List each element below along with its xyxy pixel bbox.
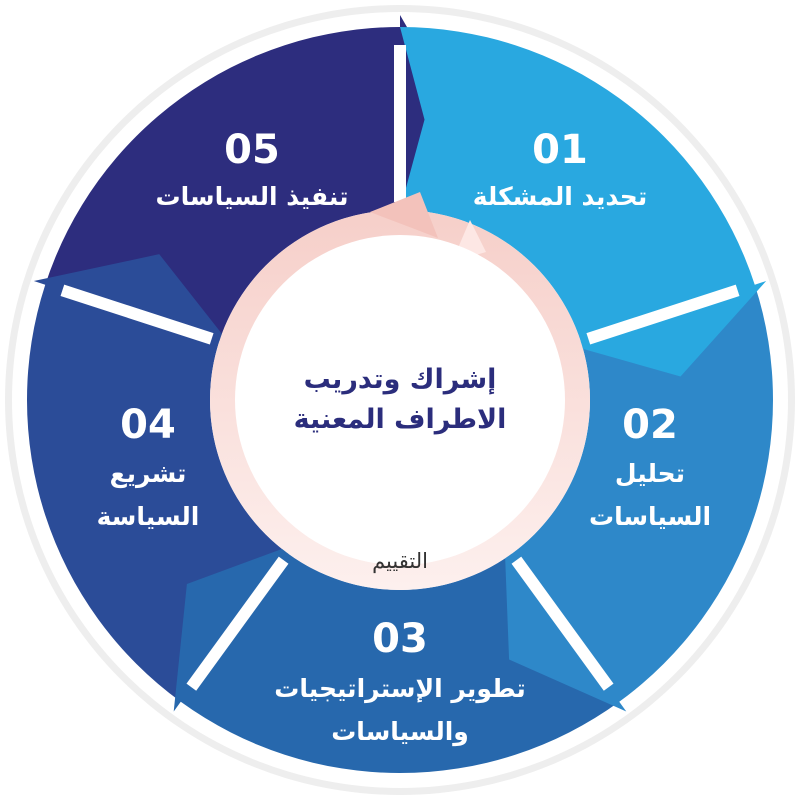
segment-dividers xyxy=(60,45,740,691)
center-disc xyxy=(235,235,565,565)
step-4-label-line-2: السياسة xyxy=(97,502,200,531)
step-2-label-line-1: تحليل xyxy=(615,459,685,488)
segment-divider-5 xyxy=(60,284,214,345)
step-3-label-line-1: تطوير الإستراتيجيات xyxy=(274,674,525,704)
step-4-number: 04 xyxy=(120,402,176,448)
step-1-label-line-1: تحديد المشكلة xyxy=(473,182,647,211)
step-5-label-line-1: تنفيذ السياسات xyxy=(155,182,348,211)
step-labels: 01 تحديد المشكلة 02 تحليل السياسات 03 تط… xyxy=(97,127,711,747)
step-3-number: 03 xyxy=(372,616,428,662)
step-3-label-line-2: والسياسات xyxy=(331,717,469,747)
evaluation-label: التقييم xyxy=(372,549,428,574)
step-1-number: 01 xyxy=(532,127,588,173)
segment-step-2 xyxy=(504,284,774,712)
step-2-number: 02 xyxy=(622,402,678,448)
segment-divider-3 xyxy=(511,556,614,691)
center-cycle-arrow-icon xyxy=(370,192,438,238)
center-hub: إشراك وتدريب الاطراف المعنية التقييم xyxy=(210,192,590,590)
center-label-line-2: الاطراف المعنية xyxy=(294,404,507,435)
step-4-label-line-1: تشريع xyxy=(110,459,187,489)
step-2-label-line-2: السياسات xyxy=(589,502,711,531)
cycle-segments xyxy=(27,15,774,774)
step-5-number: 05 xyxy=(224,127,280,173)
segment-divider-2 xyxy=(586,284,740,345)
segment-divider-4 xyxy=(186,556,289,691)
segment-step-1 xyxy=(400,27,767,377)
center-label-line-1: إشراك وتدريب xyxy=(304,364,497,395)
